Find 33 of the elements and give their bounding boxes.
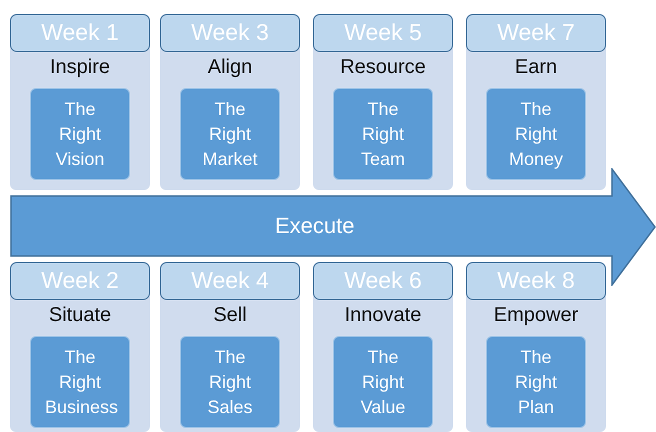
arrow-label: Execute <box>275 213 354 239</box>
card-heading: Sell <box>212 304 248 327</box>
goal-box: The Right Money <box>486 88 586 180</box>
week-tab: Week 4 <box>160 262 300 300</box>
goal-box: The Right Market <box>180 88 280 180</box>
card-heading: Resource <box>339 56 427 79</box>
week-tab: Week 6 <box>313 262 453 300</box>
week-tab: Week 2 <box>10 262 150 300</box>
week-card <box>160 262 300 432</box>
card-heading: Align <box>206 56 254 79</box>
goal-box: The Right Team <box>333 88 433 180</box>
week-card <box>313 262 453 432</box>
week-tab: Week 8 <box>466 262 606 300</box>
goal-box: The Right Value <box>333 336 433 428</box>
goal-box: The Right Sales <box>180 336 280 428</box>
goal-box: The Right Plan <box>486 336 586 428</box>
card-heading: Empower <box>492 304 580 327</box>
goal-box: The Right Business <box>30 336 130 428</box>
week-card <box>10 262 150 432</box>
week-tab: Week 5 <box>313 14 453 52</box>
goal-box: The Right Vision <box>30 88 130 180</box>
card-heading: Situate <box>48 304 112 327</box>
week-card <box>160 14 300 190</box>
week-card <box>466 262 606 432</box>
card-heading: Inspire <box>48 56 112 79</box>
card-heading: Innovate <box>344 304 422 327</box>
card-heading: Earn <box>514 56 558 79</box>
week-card <box>10 14 150 190</box>
week-card <box>466 14 606 190</box>
week-tab: Week 1 <box>10 14 150 52</box>
week-tab: Week 3 <box>160 14 300 52</box>
week-tab: Week 7 <box>466 14 606 52</box>
week-card <box>313 14 453 190</box>
